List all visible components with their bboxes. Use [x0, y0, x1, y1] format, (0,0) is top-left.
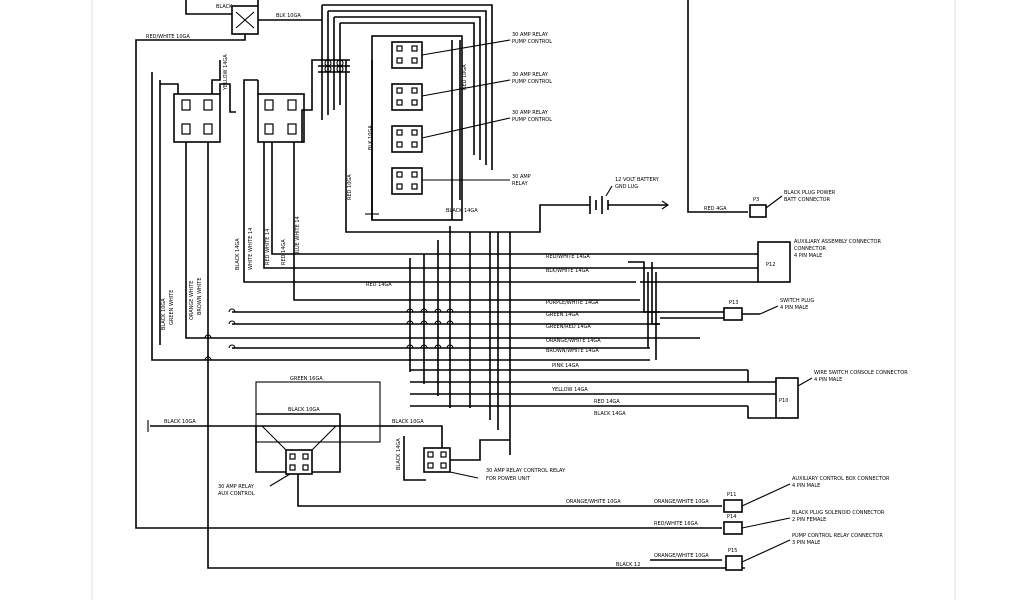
harness-b-label-1: WHITE WHITE 14 — [248, 228, 254, 270]
relay-stack: 30 AMP RELAY PUMP CONTROL 30 AMP RELAY P… — [365, 32, 552, 221]
top-relay: BLACK BLK 10GA RED/WHITE 10GA — [135, 0, 700, 529]
label-black-top: BLACK — [216, 4, 233, 10]
p3-id: P3 — [753, 197, 759, 203]
harness-b-label-2: RED WHITE 14 — [265, 229, 271, 265]
label-orange-white-c: ORANGE/WHITE 10GA — [654, 553, 709, 559]
lower-relay-assembly: GREEN 16GA BLACK 10GA BLACK 10GA 30 AMP … — [147, 376, 650, 507]
p10-label: WIRE SWITCH CONSOLE CONNECTOR — [814, 370, 908, 376]
top-bundle: RED 10GA BLK 10GA RED 10GA — [318, 4, 556, 233]
p14-sub: 2 PIN FEMALE — [792, 517, 826, 523]
p15-sub: 3 PIN MALE — [792, 540, 820, 546]
p12-sub2: 4 PIN MALE — [794, 253, 822, 259]
p10-connector: P10 WIRE SWITCH CONSOLE CONNECTOR 4 PIN … — [747, 370, 908, 419]
bus-label-3: PURPLE/WHITE 14GA — [546, 300, 599, 306]
p12-sub1: CONNECTOR — [794, 246, 827, 252]
p10-sub: 4 PIN MALE — [814, 377, 842, 383]
relay-1-sub: PUMP CONTROL — [512, 39, 552, 45]
label-black-strip: BLACK 14GA — [446, 208, 478, 214]
label-red-10ga: RED 10GA — [347, 174, 353, 200]
relay-3-sub: PUMP CONTROL — [512, 117, 552, 123]
label-red-10ga-2: RED 10GA — [462, 64, 468, 90]
harness-a-label-1: GREEN WHITE — [169, 290, 175, 325]
p15-label: PUMP CONTROL RELAY CONNECTOR — [792, 533, 883, 539]
p11-label: AUXILIARY CONTROL BOX CONNECTOR — [792, 476, 890, 482]
bus: RED/WHITE 14GA BLK/WHITE 14GA RED 14GA P… — [204, 226, 748, 455]
label-orange-white-b: ORANGE/WHITE 10GA — [654, 499, 709, 505]
relay-3: 30 AMP RELAY PUMP CONTROL — [391, 110, 552, 153]
label-black-10ga-b: BLACK 10GA — [392, 419, 424, 425]
bus-label-10: RED 14GA — [594, 399, 620, 405]
harness-a-label-4: YELLOW 14GA — [223, 54, 229, 91]
bus-label-7: BROWN/WHITE 14GA — [546, 348, 599, 354]
p13-connector: P13 SWITCH PLUG 4 PIN MALE — [660, 298, 814, 321]
harness-a-label-3: BROWN WHITE — [197, 277, 203, 315]
label-blk-10ga: BLK 10GA — [276, 13, 301, 19]
harness-b-label-3: RED 14GA — [281, 239, 287, 265]
label-relay-b-sub: FOR POWER UNIT — [486, 476, 531, 482]
harness-b-label-0: BLACK 14GA — [235, 238, 241, 270]
bus-label-9: YELLOW 14GA — [551, 387, 588, 393]
label-relay-b: 30 AMP RELAY CONTROL RELAY — [486, 468, 566, 474]
p13-sub: 4 PIN MALE — [780, 305, 808, 311]
battery-label: 12 VOLT BATTERY — [615, 177, 660, 183]
label-black-left: BLACK 10GA — [164, 419, 196, 425]
harness-a-label-0: BLACK 10GA — [161, 298, 167, 330]
battery: 12 VOLT BATTERY GND LUG — [556, 177, 669, 214]
bus-label-8: PINK 14GA — [552, 363, 579, 369]
label-red-white: RED/WHITE 16GA — [654, 521, 698, 527]
label-relay-a: 30 AMP RELAY — [218, 484, 255, 490]
p11-sub: 4 PIN MALE — [792, 483, 820, 489]
p10-id: P10 — [779, 398, 788, 404]
bus-label-6: ORANGE/WHITE 14GA — [546, 338, 601, 344]
bus-label-5: GREEN/RED 14GA — [546, 324, 591, 330]
relay-4-callout: 30 AMP — [512, 174, 531, 180]
relay-1: 30 AMP RELAY PUMP CONTROL — [391, 32, 552, 69]
label-green: GREEN 16GA — [290, 376, 323, 382]
bus-label-0: RED/WHITE 14GA — [546, 254, 590, 260]
p3-label: BLACK PLUG POWER — [784, 190, 836, 196]
label-orange-white: ORANGE/WHITE 10GA — [566, 499, 621, 505]
p13-label: SWITCH PLUG — [780, 298, 814, 304]
label-blk-10ga-2: BLK 10GA — [368, 125, 374, 150]
harness-b-label-4: BLUE WHITE 14 — [295, 216, 301, 255]
label-black-10ga: BLACK 10GA — [288, 407, 320, 413]
relay-2-sub: PUMP CONTROL — [512, 79, 552, 85]
battery-sub: GND LUG — [615, 184, 638, 190]
label-red-white-10ga: RED/WHITE 10GA — [146, 34, 190, 40]
p13-id: P13 — [729, 300, 738, 306]
label-relay-a-sub: AUX CONTROL — [218, 491, 255, 497]
p12-connector: P12 AUXILIARY ASSEMBLY CONNECTOR CONNECT… — [628, 239, 881, 360]
p11-id: P11 — [727, 492, 736, 498]
label-red-4ga: RED 4GA — [704, 206, 727, 212]
bus-label-11: BLACK 14GA — [594, 411, 626, 417]
p12-label: AUXILIARY ASSEMBLY CONNECTOR — [794, 239, 881, 245]
p14-label: BLACK PLUG SOLENOID CONNECTOR — [792, 510, 885, 516]
relay-4-sub: RELAY — [512, 181, 529, 187]
p14-id: P14 — [727, 514, 736, 520]
p15-id: P15 — [728, 548, 737, 554]
harness-b: BLACK 14GA WHITE WHITE 14 RED WHITE 14 R… — [235, 59, 640, 301]
label-black-14: BLACK 14GA — [396, 438, 402, 470]
p3-connector: RED 4GA P3 BLACK PLUG POWER BATT CONNECT… — [687, 0, 836, 218]
relay-4: 30 AMP RELAY — [391, 167, 531, 195]
harness-a-label-2: ORANGE WHITE — [189, 281, 195, 320]
bottom-connectors: ORANGE/WHITE 10GA ORANGE/WHITE 10GA P11 … — [566, 476, 890, 571]
p3-sub: BATT CONNECTOR — [784, 197, 831, 203]
relay-3-callout: 30 AMP RELAY — [512, 110, 549, 116]
bus-label-1: BLK/WHITE 14GA — [546, 268, 589, 274]
relay-2: 30 AMP RELAY PUMP CONTROL — [391, 72, 552, 111]
relay-1-callout: 30 AMP RELAY — [512, 32, 549, 38]
p12-id: P12 — [766, 262, 775, 268]
bus-label-2: RED 14GA — [366, 282, 392, 288]
label-black-bottom: BLACK 12 — [616, 562, 640, 568]
relay-2-callout: 30 AMP RELAY — [512, 72, 549, 78]
bus-label-4: GREEN 14GA — [546, 312, 579, 318]
